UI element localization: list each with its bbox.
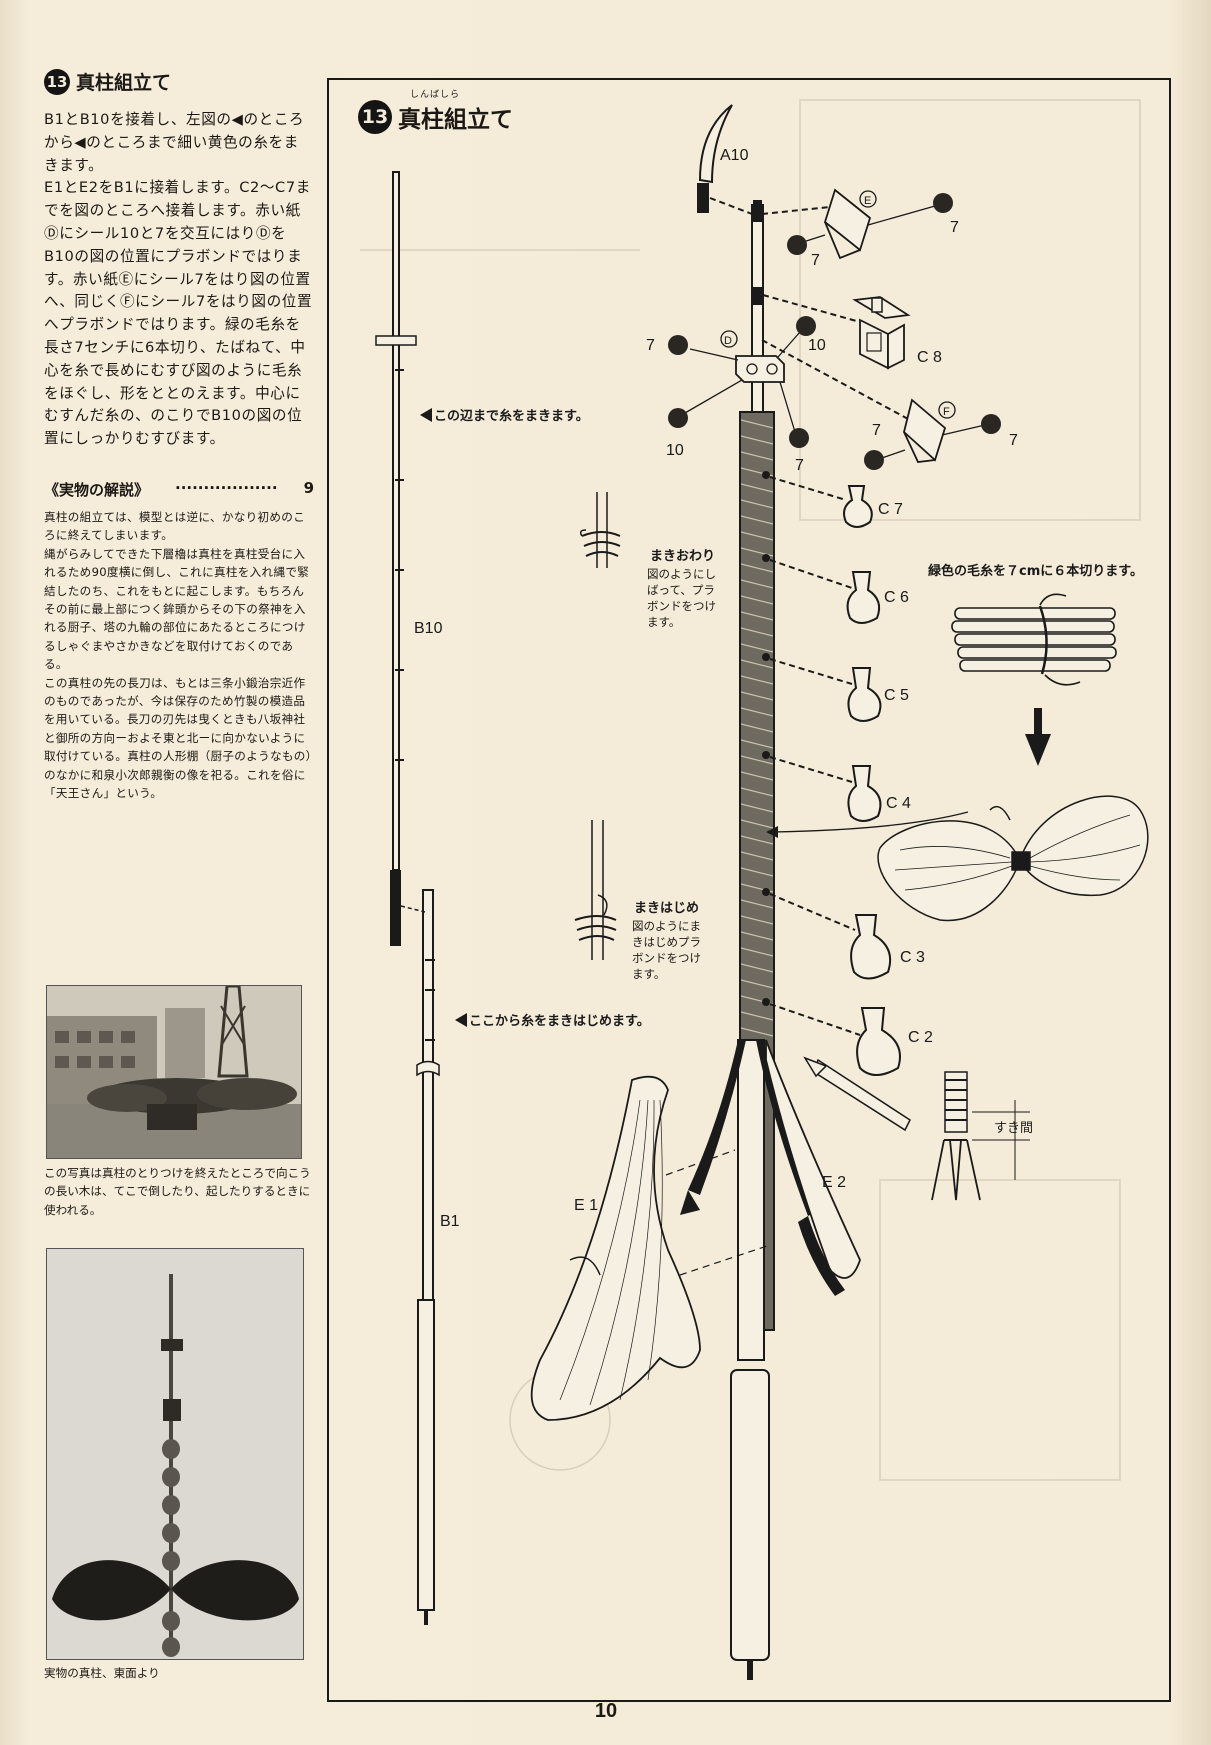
figure-number-badge: 13 xyxy=(358,100,392,134)
wrap-end-title: まきおわり xyxy=(650,549,715,564)
wrap-start-detail xyxy=(574,820,617,960)
yarn-attach-line xyxy=(769,811,969,833)
c3-label: C 3 xyxy=(900,949,925,966)
b1-part: B1 xyxy=(400,889,460,1625)
down-arrow xyxy=(1025,708,1051,766)
yarn-instruction: 緑色の毛糸を７cmに６本切ります。 xyxy=(928,563,1143,579)
wrap-start-pointer-text: ここから糸をまきはじめます。 xyxy=(469,1013,650,1029)
yarn-attach-arrow xyxy=(766,826,778,838)
paper-d-seal-10b: 10 xyxy=(666,442,684,459)
yarn-bundle xyxy=(951,593,1117,686)
wrap-start-title: まきはじめ xyxy=(634,901,699,916)
street-photo-caption: この写真は真柱のとりつけを終えたところで向こうの長い木は、てこで倒したり、起した… xyxy=(44,1166,311,1217)
e1-label: E 1 xyxy=(574,1197,598,1214)
explanation-title: 《実物の解説》 xyxy=(44,480,150,499)
gap-label: すき間 xyxy=(994,1121,1033,1136)
paper-f-mark: F xyxy=(943,406,950,418)
b10-label: B10 xyxy=(414,620,443,637)
section-heading: 13 真柱組立て xyxy=(44,68,314,95)
section-number-badge: 13 xyxy=(44,68,70,95)
paper-e: E 7 7 xyxy=(761,188,959,269)
figure-heading: 13 しんばしら 真柱組立て xyxy=(358,90,513,134)
paper-d-seal-10a: 10 xyxy=(808,337,826,354)
b10-part: B10 xyxy=(375,171,443,946)
gap-detail xyxy=(803,1056,1030,1201)
paper-d-seal-7a: 7 xyxy=(646,337,655,354)
explanation-dots: ·················· xyxy=(175,478,278,497)
b1-label: B1 xyxy=(440,1213,460,1230)
c2-label: C 2 xyxy=(908,1029,933,1046)
paper-f-seal-right: 7 xyxy=(1009,432,1018,449)
figure-title-wrap: しんばしら 真柱組立て xyxy=(398,90,513,134)
assembly-instructions: B1とB10を接着し、左図の◀のところから◀のところまで細い黄色の糸をまきます。… xyxy=(44,111,313,448)
explanation-page-ref: 9 xyxy=(303,478,314,497)
paper-d-mark: D xyxy=(724,335,732,347)
figure-frame xyxy=(327,78,1171,1702)
fluffed-yarn xyxy=(877,795,1149,922)
paper-f: F 7 7 xyxy=(761,339,1018,470)
pillar-photo xyxy=(46,1248,304,1660)
a10-label: A10 xyxy=(720,147,749,164)
c4-label: C 4 xyxy=(886,795,911,812)
left-column: 13 真柱組立て B1とB10を接着し、左図の◀のところから◀のところまで細い黄… xyxy=(44,68,314,802)
page-number: 10 xyxy=(594,1700,618,1722)
paper-d-seal-7b: 7 xyxy=(795,457,804,474)
paper-f-seal-left: 7 xyxy=(872,422,881,439)
paper-e-seal-right: 7 xyxy=(950,219,959,236)
pillar-photo-caption: 実物の真柱、東面より xyxy=(44,1666,160,1680)
e2-label: E 2 xyxy=(822,1174,846,1191)
c8-label: C 8 xyxy=(917,349,942,366)
wrap-start-body: 図のようにまきはじめプラボンドをつけます。 xyxy=(632,919,701,981)
paper-d: D 7 10 10 7 xyxy=(646,316,826,474)
wrap-start-body-box: 図のようにまきはじめプラボンドをつけます。 xyxy=(632,919,701,981)
c5-label: C 5 xyxy=(884,687,909,704)
legs-e: E 2 xyxy=(665,1039,861,1296)
paper-e-mark: E xyxy=(864,195,871,207)
explanation-body: 真柱の組立ては、模型とは逆に、かなり初めのころに終えてしまいます。 縄がらみして… xyxy=(44,509,312,801)
street-photo xyxy=(46,985,302,1159)
figure-title-ruby: しんばしら xyxy=(410,90,461,100)
wrap-end-body: 図のようにしばって、プラボンドをつけます。 xyxy=(647,567,716,629)
wrap-start-arrow xyxy=(455,1013,467,1027)
c7-label: C 7 xyxy=(878,501,903,518)
c8-shrine: C 8 xyxy=(762,294,942,370)
figure-title: 真柱組立て xyxy=(398,107,513,133)
wrap-end-pointer-text: この辺まで糸をまきます。 xyxy=(434,408,589,424)
c-bags xyxy=(769,476,901,1076)
paper-e-seal-left: 7 xyxy=(811,252,820,269)
main-pillar xyxy=(730,200,775,1680)
wrap-end-detail xyxy=(579,492,621,568)
leg-e1: E 1 xyxy=(530,1075,701,1421)
street-photo-image xyxy=(47,986,301,1158)
explanation-heading: 《実物の解説》 ·················· 9 xyxy=(44,479,314,500)
c6-label: C 6 xyxy=(884,589,909,606)
a10-blade: A10 xyxy=(697,104,753,215)
section-title: 真柱組立て xyxy=(76,72,172,94)
wrap-end-body-box: 図のようにしばって、プラボンドをつけます。 xyxy=(647,567,716,629)
pillar-photo-image xyxy=(47,1249,303,1659)
background-sketch xyxy=(360,99,1141,1481)
wrap-end-arrow xyxy=(420,408,432,422)
